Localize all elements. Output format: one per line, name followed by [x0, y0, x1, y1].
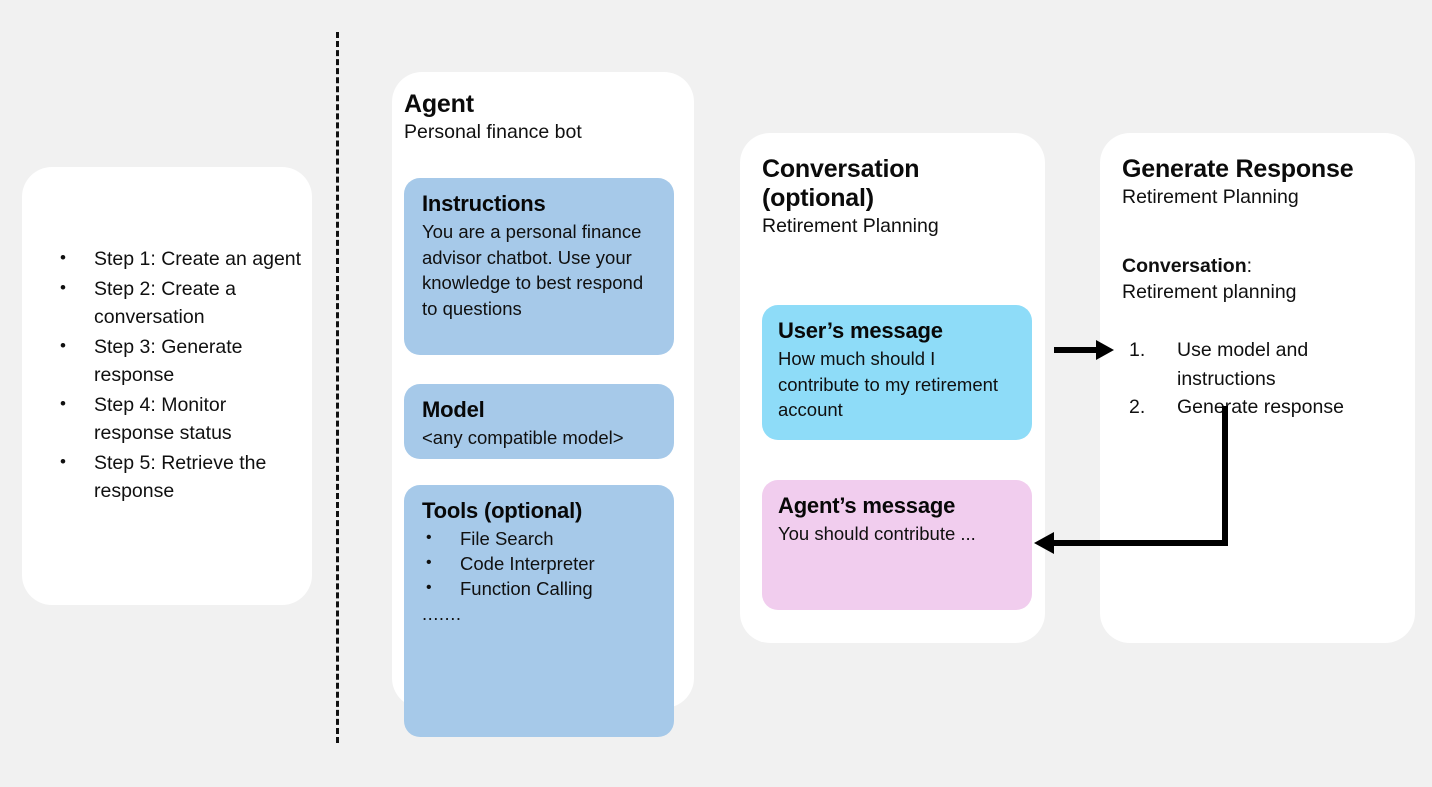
conversation-card: Conversation (optional) Retirement Plann…: [740, 133, 1045, 643]
generate-conversation-label: Conversation: [1122, 255, 1247, 277]
list-item: Step 3: Generate response: [42, 332, 302, 390]
model-box: Model <any compatible model>: [404, 384, 674, 459]
generate-response-card: Generate Response Retirement Planning Co…: [1100, 133, 1415, 643]
agent-card: Agent Personal finance bot Instructions …: [392, 72, 694, 737]
user-message-title: User’s message: [778, 318, 943, 343]
instructions-box: Instructions You are a personal finance …: [404, 178, 674, 355]
tools-box: Tools (optional) File Search Code Interp…: [404, 485, 674, 737]
list-item: Step 1: Create an agent: [42, 244, 302, 274]
list-item: Generate response: [1129, 393, 1344, 421]
list-item: File Search: [422, 525, 660, 551]
agent-card-subtitle: Personal finance bot: [404, 121, 582, 143]
user-message-body: How much should I contribute to my retir…: [778, 348, 999, 420]
tools-ellipsis: .......: [422, 603, 462, 624]
conversation-card-title-line1: Conversation: [762, 155, 920, 183]
user-message-box: User’s message How much should I contrib…: [762, 305, 1032, 440]
agent-message-box: Agent’s message You should contribute ..…: [762, 480, 1032, 610]
model-body: <any compatible model>: [422, 427, 624, 448]
generate-conversation-value: Retirement planning: [1122, 281, 1297, 303]
generate-conversation-colon: :: [1246, 255, 1253, 277]
steps-list: Step 1: Create an agent Step 2: Create a…: [42, 244, 302, 507]
generate-conversation-block: Conversation: Retirement planning: [1122, 253, 1407, 305]
agent-message-body: You should contribute ...: [778, 523, 976, 544]
steps-card: Step 1: Create an agent Step 2: Create a…: [22, 167, 312, 605]
generate-response-header: Generate Response Retirement Planning: [1122, 155, 1407, 210]
list-item: Step 5: Retrieve the response: [42, 448, 302, 506]
list-item: Step 2: Create a conversation: [42, 274, 302, 332]
list-item: Code Interpreter: [422, 550, 660, 576]
list-item: Step 4: Monitor response status: [42, 390, 302, 448]
generate-response-steps: Use model and instructions Generate resp…: [1122, 336, 1412, 422]
agent-card-title: Agent: [404, 90, 474, 118]
tools-title: Tools (optional): [422, 498, 583, 523]
agent-message-title: Agent’s message: [778, 493, 956, 518]
instructions-body: You are a personal finance advisor chatb…: [422, 221, 644, 319]
conversation-card-header: Conversation (optional) Retirement Plann…: [762, 155, 1027, 239]
list-item: Use model and instructions: [1129, 336, 1309, 390]
list-item: Function Calling: [422, 575, 660, 601]
model-title: Model: [422, 397, 485, 422]
tools-list: File Search Code Interpreter Function Ca…: [422, 525, 660, 601]
agent-card-header: Agent Personal finance bot: [404, 90, 684, 145]
generate-response-title: Generate Response: [1122, 155, 1354, 183]
conversation-card-subtitle: Retirement Planning: [762, 215, 939, 237]
dashed-divider: [336, 32, 339, 743]
instructions-title: Instructions: [422, 191, 546, 216]
generate-response-subtitle: Retirement Planning: [1122, 186, 1299, 208]
conversation-card-title-line2: (optional): [762, 184, 874, 212]
